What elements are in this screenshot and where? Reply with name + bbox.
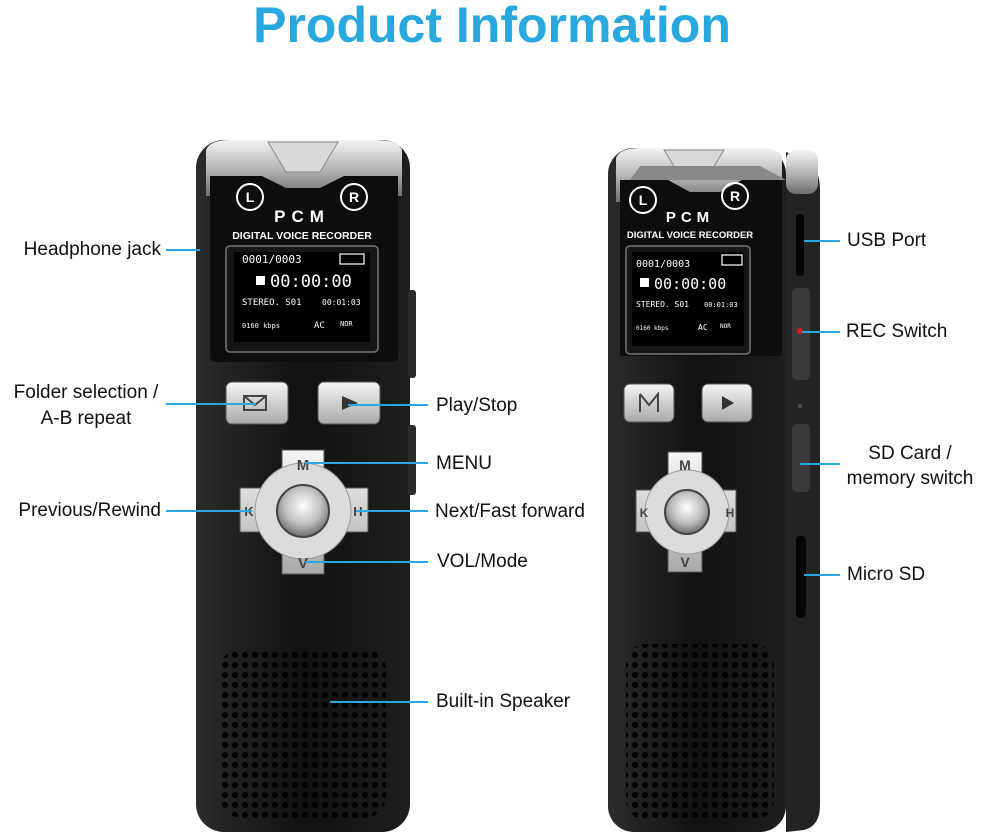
callout-line-previous xyxy=(166,510,252,512)
front-display xyxy=(225,183,379,353)
badge-left: L xyxy=(246,189,255,205)
label-vol-mode: VOL/Mode xyxy=(437,551,528,572)
label-sd-card-line1: SD Card / xyxy=(868,443,952,464)
side-screen-mode: STEREO. S01 xyxy=(636,300,689,309)
screen-bitrate: 0160 kbps xyxy=(242,322,280,330)
side-screen-timer: 00:00:00 xyxy=(654,275,726,293)
screen-mode: STEREO. S01 xyxy=(242,298,302,308)
screen-rate: 00:01:03 xyxy=(322,298,361,307)
label-sd-card-line2: memory switch xyxy=(846,468,974,489)
side-dpad-up-label: M xyxy=(679,457,691,473)
label-menu: MENU xyxy=(436,453,492,474)
screen-file-counter: 0001/0003 xyxy=(242,253,302,266)
callout-line-next xyxy=(356,510,428,512)
label-previous-rewind: Previous/Rewind xyxy=(18,500,161,521)
side-screen-bitrate: 0160 kbps xyxy=(636,325,669,332)
label-headphone-jack: Headphone jack xyxy=(23,239,161,260)
dpad-up-label: M xyxy=(297,457,310,474)
callout-line-usb xyxy=(804,240,840,242)
screen-timer: 00:00:00 xyxy=(270,272,352,292)
callout-line-folder xyxy=(166,403,256,405)
side-badge-left: L xyxy=(639,192,648,208)
side-display xyxy=(625,182,751,355)
label-folder-selection-line1: Folder selection / xyxy=(13,382,159,403)
screen-nor: NOR xyxy=(340,320,353,328)
callout-line-vol xyxy=(305,561,428,563)
side-badge-right: R xyxy=(730,188,740,204)
side-brand-label: PCM xyxy=(666,209,714,226)
callout-line-play xyxy=(348,404,428,406)
side-screen-nor: NOR xyxy=(720,323,731,330)
side-device-subtitle: DIGITAL VOICE RECORDER xyxy=(627,230,753,241)
side-screen-ac: AC xyxy=(698,323,708,332)
side-dpad-right-label: H xyxy=(726,506,735,520)
label-next-fast-forward: Next/Fast forward xyxy=(435,501,585,522)
side-buttons xyxy=(623,383,753,573)
side-screen-file-counter: 0001/0003 xyxy=(636,259,690,270)
callout-line-sd xyxy=(800,463,840,465)
callout-line-speaker xyxy=(330,701,428,703)
callout-line-rec xyxy=(802,331,840,333)
side-screen-rate: 00:01:03 xyxy=(704,301,738,309)
callout-line-microsd xyxy=(804,574,840,576)
front-buttons xyxy=(225,381,381,575)
label-usb-port: USB Port xyxy=(847,230,927,251)
callout-line-headphone xyxy=(166,249,200,251)
screen-ac: AC xyxy=(314,321,325,331)
side-dpad-left-label: K xyxy=(640,506,649,520)
page-title: Product Information xyxy=(253,0,731,53)
badge-right: R xyxy=(349,189,359,205)
label-folder-selection-line2: A-B repeat xyxy=(40,408,132,429)
label-built-in-speaker: Built-in Speaker xyxy=(436,691,571,712)
label-rec-switch: REC Switch xyxy=(846,321,948,342)
side-dpad-down-label: V xyxy=(680,554,690,570)
device-subtitle: DIGITAL VOICE RECORDER xyxy=(232,230,372,242)
dpad-down-label: V xyxy=(298,555,308,572)
label-micro-sd: Micro SD xyxy=(847,564,926,585)
callout-line-menu xyxy=(305,462,428,464)
brand-label: PCM xyxy=(274,207,330,226)
label-play-stop: Play/Stop xyxy=(436,395,518,416)
